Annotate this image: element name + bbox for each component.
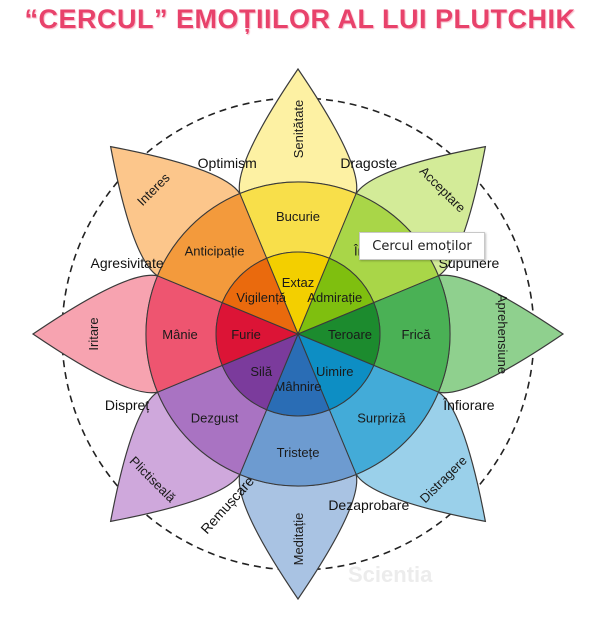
petal-fear: Teroare Frică Aprehensiune [296, 274, 565, 394]
label-middle-surprise: Surpriză [357, 410, 406, 425]
label-middle-disgust: Dezgust [191, 410, 239, 425]
petal-joy: Extaz Bucurie Senitătate [238, 67, 358, 336]
label-middle-anticipation: Anticipație [185, 244, 245, 259]
label-middle-joy: Bucurie [276, 209, 320, 224]
petal-inner-fear [296, 301, 381, 367]
label-inner-anticipation: Vigilență [236, 290, 286, 305]
petal-inner-disgust [221, 333, 299, 411]
page-title: “CERCUL” EMOȚIILOR AL LUI PLUTCHIK [24, 4, 576, 34]
label-inner-anger: Furie [231, 327, 261, 342]
label-middle-fear: Frică [402, 327, 432, 342]
petal-inner-sadness [265, 332, 331, 417]
label-inner-surprise: Uimire [316, 364, 354, 379]
petal-anger: Furie Mânie Iritare [31, 274, 300, 394]
label-inner-sadness: Mâhnire [275, 379, 322, 394]
label-outer-fear: Aprehensiune [495, 294, 510, 374]
label-outer-sadness: Meditație [291, 513, 306, 566]
label-inner-fear: Teroare [328, 327, 372, 342]
dyad-label: Înfiorare [442, 397, 495, 413]
petals: ExtazBucurieSenitătateAdmirațieÎncredere… [31, 67, 565, 601]
petal-inner-anticipation [221, 257, 299, 335]
label-inner-trust: Admirație [307, 290, 362, 305]
dyad-label: Dezaprobare [328, 497, 409, 513]
dyad-label: Dragoste [340, 155, 397, 171]
dyad-label: Agresivitate [91, 255, 164, 271]
label-middle-anger: Mânie [162, 327, 197, 342]
petal-inner-trust [297, 257, 375, 335]
watermark-scientia: Scientia [348, 562, 433, 587]
dyad-label: Optimism [198, 155, 257, 171]
petal-inner-anger [215, 301, 300, 367]
label-middle-sadness: Tristețe [277, 445, 320, 460]
petal-inner-surprise [297, 333, 375, 411]
label-outer-anger: Iritare [86, 317, 101, 350]
label-inner-disgust: Silă [250, 364, 272, 379]
label-outer-joy: Senitătate [291, 100, 306, 159]
tooltip: Cercul emoților [359, 232, 485, 260]
petal-inner-joy [265, 251, 331, 336]
label-inner-joy: Extaz [282, 275, 315, 290]
dyad-label: Dispreț [105, 397, 149, 413]
